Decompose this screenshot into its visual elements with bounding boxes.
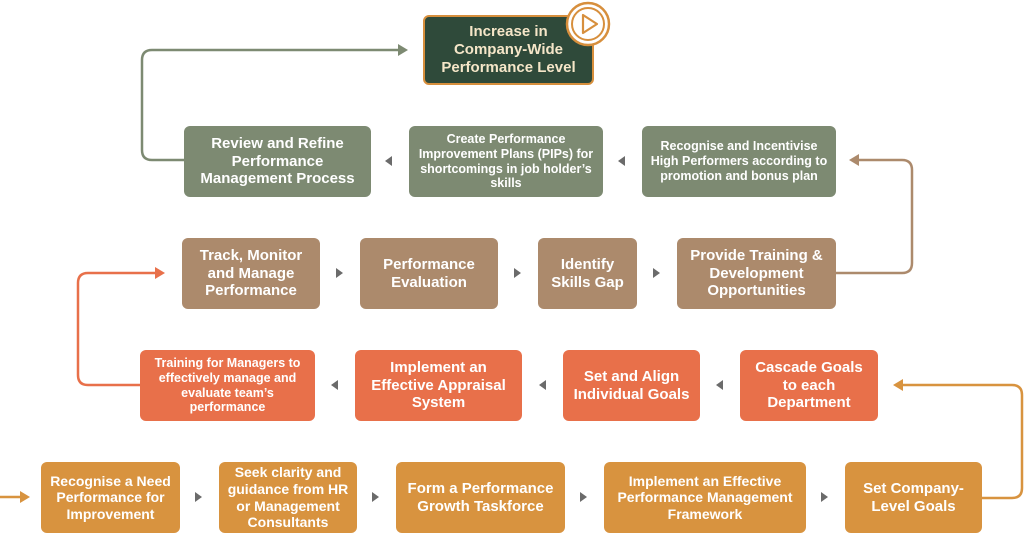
box-align-goals: Set and Align Individual Goals [563, 350, 700, 421]
connector-company-to-cascade [900, 383, 1024, 500]
box-align-goals-label: Set and Align Individual Goals [573, 367, 690, 403]
box-review-refine-label: Review and Refine Performance Management… [200, 134, 355, 188]
box-identify-skills-gap-label: Identify Skills Gap [551, 255, 624, 291]
box-company-goals-label: Set Company-Level Goals [863, 479, 964, 515]
box-appraisal-system: Implement an Effective Appraisal System [355, 350, 522, 421]
box-track-monitor-label: Track, Monitor and Manage Performance [199, 246, 303, 300]
box-implement-framework: Implement an Effective Performance Manag… [604, 462, 806, 533]
arrowhead-entry [20, 491, 30, 503]
box-performance-evaluation: Performance Evaluation [360, 238, 498, 309]
play-icon [565, 1, 611, 47]
box-company-goals: Set Company-Level Goals [845, 462, 982, 533]
arrowhead-to-track [155, 267, 165, 279]
box-seek-clarity: Seek clarity and guidance from HR or Man… [219, 462, 357, 533]
arrowhead-to-goal [398, 44, 408, 56]
box-implement-framework-label: Implement an Effective Performance Manag… [617, 472, 793, 522]
box-form-taskforce: Form a Performance Growth Taskforce [396, 462, 565, 533]
connector-training-to-recognise [836, 158, 914, 275]
arrow-right-icon [653, 268, 660, 278]
box-performance-evaluation-label: Performance Evaluation [383, 255, 475, 291]
box-appraisal-system-label: Implement an Effective Appraisal System [371, 358, 506, 412]
arrow-left-icon [539, 380, 546, 390]
box-recognise-high-performers-label: Recognise and Incentivise High Performer… [650, 139, 828, 183]
arrowhead-to-recognise [849, 154, 859, 166]
box-provide-training-label: Provide Training & Development Opportuni… [690, 246, 823, 300]
box-training-managers-label: Training for Managers to effectively man… [154, 356, 301, 415]
connector-managers-to-track [76, 271, 158, 387]
goal-label: Increase in Company-Wide Performance Lev… [441, 23, 576, 76]
box-create-pips-label: Create Performance Improvement Plans (PI… [418, 132, 594, 191]
box-seek-clarity-label: Seek clarity and guidance from HR or Man… [227, 464, 349, 531]
arrow-left-icon [618, 156, 625, 166]
arrow-right-icon [336, 268, 343, 278]
box-recognise-need-label: Recognise a Need Performance for Improve… [50, 472, 171, 522]
box-recognise-need: Recognise a Need Performance for Improve… [41, 462, 180, 533]
box-create-pips: Create Performance Improvement Plans (PI… [409, 126, 603, 197]
box-form-taskforce-label: Form a Performance Growth Taskforce [407, 479, 554, 515]
box-cascade-goals: Cascade Goals to each Department [740, 350, 878, 421]
arrow-left-icon [716, 380, 723, 390]
box-track-monitor: Track, Monitor and Manage Performance [182, 238, 320, 309]
box-review-refine: Review and Refine Performance Management… [184, 126, 371, 197]
arrow-right-icon [372, 492, 379, 502]
box-cascade-goals-label: Cascade Goals to each Department [755, 358, 863, 412]
goal-box: Increase in Company-Wide Performance Lev… [423, 15, 594, 85]
arrow-left-icon [331, 380, 338, 390]
box-identify-skills-gap: Identify Skills Gap [538, 238, 637, 309]
box-recognise-high-performers: Recognise and Incentivise High Performer… [642, 126, 836, 197]
arrow-right-icon [195, 492, 202, 502]
arrow-right-icon [580, 492, 587, 502]
arrowhead-to-cascade [893, 379, 903, 391]
box-provide-training: Provide Training & Development Opportuni… [677, 238, 836, 309]
arrow-right-icon [514, 268, 521, 278]
connector-review-to-goal [140, 48, 400, 162]
arrow-left-icon [385, 156, 392, 166]
arrow-right-icon [821, 492, 828, 502]
box-training-managers: Training for Managers to effectively man… [140, 350, 315, 421]
